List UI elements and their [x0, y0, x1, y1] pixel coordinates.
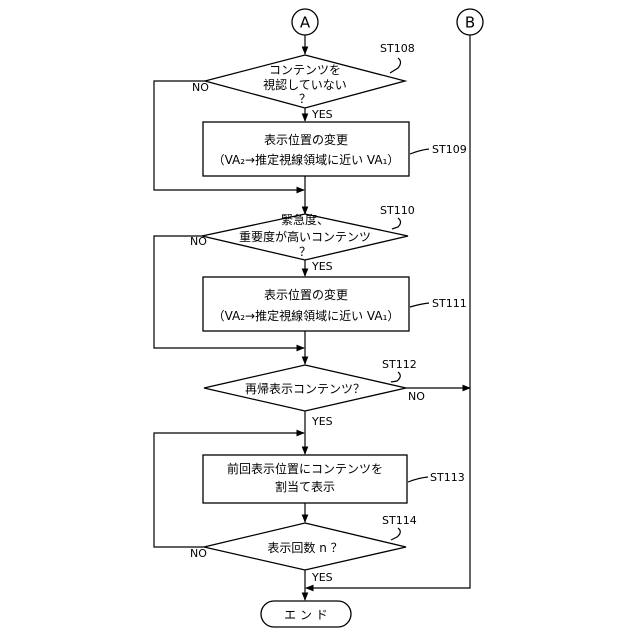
end-terminator: エ ン ド	[261, 601, 351, 627]
st112-ref: ST112	[382, 358, 417, 371]
st112-line-1: 再帰表示コンテンツ？	[245, 382, 365, 396]
st108-line-2: 視認していない	[263, 77, 347, 92]
st110-line-2: 重要度が高いコンテンツ	[239, 229, 371, 244]
st114-no-label: NO	[190, 547, 207, 560]
process-st109: 表示位置の変更 （VA₂→推定視線領域に近い VA₁）	[203, 122, 409, 176]
st110-ref: ST110	[380, 204, 415, 217]
st110-line-3: ？	[299, 245, 311, 259]
decision-st112: 再帰表示コンテンツ？	[204, 365, 406, 411]
st113-line-1: 前回表示位置にコンテンツを	[227, 461, 383, 476]
connector-b: B	[457, 9, 483, 35]
st108-ref: ST108	[380, 42, 415, 55]
st108-yes-label: YES	[311, 108, 333, 121]
st113-ref: ST113	[430, 471, 465, 484]
end-label: エ ン ド	[284, 608, 328, 622]
connector-a: A	[292, 9, 318, 35]
decision-st114: 表示回数 n ？	[204, 523, 406, 570]
st109-line-1: 表示位置の変更	[264, 132, 348, 147]
st114-yes-label: YES	[311, 571, 333, 584]
st109-ref: ST109	[432, 143, 467, 156]
st108-line-3: ？	[299, 92, 311, 106]
st112-no-label: NO	[408, 390, 425, 403]
st114-line-1: 表示回数 n ？	[267, 540, 342, 555]
st110-line-1: 緊急度、	[281, 212, 329, 227]
st110-yes-label: YES	[311, 260, 333, 273]
connector-b-label: B	[465, 14, 475, 32]
st108-line-1: コンテンツを	[269, 63, 341, 77]
st114-ref: ST114	[382, 514, 417, 527]
st109-line-2: （VA₂→推定視線領域に近い VA₁）	[213, 152, 400, 167]
st111-line-1: 表示位置の変更	[264, 287, 348, 302]
st110-no-label: NO	[190, 235, 207, 248]
decision-st110: 緊急度、 重要度が高いコンテンツ ？	[202, 212, 408, 260]
st108-no-label: NO	[192, 81, 209, 94]
st111-line-2: （VA₂→推定視線領域に近い VA₁）	[213, 308, 400, 323]
st113-line-2: 割当て表示	[275, 479, 335, 494]
process-st111: 表示位置の変更 （VA₂→推定視線領域に近い VA₁）	[203, 277, 409, 331]
st111-ref: ST111	[432, 297, 467, 310]
decision-st108: コンテンツを 視認していない ？	[205, 55, 405, 108]
connector-a-label: A	[300, 14, 311, 32]
st112-yes-label: YES	[311, 415, 333, 428]
process-st113: 前回表示位置にコンテンツを 割当て表示	[203, 455, 407, 503]
